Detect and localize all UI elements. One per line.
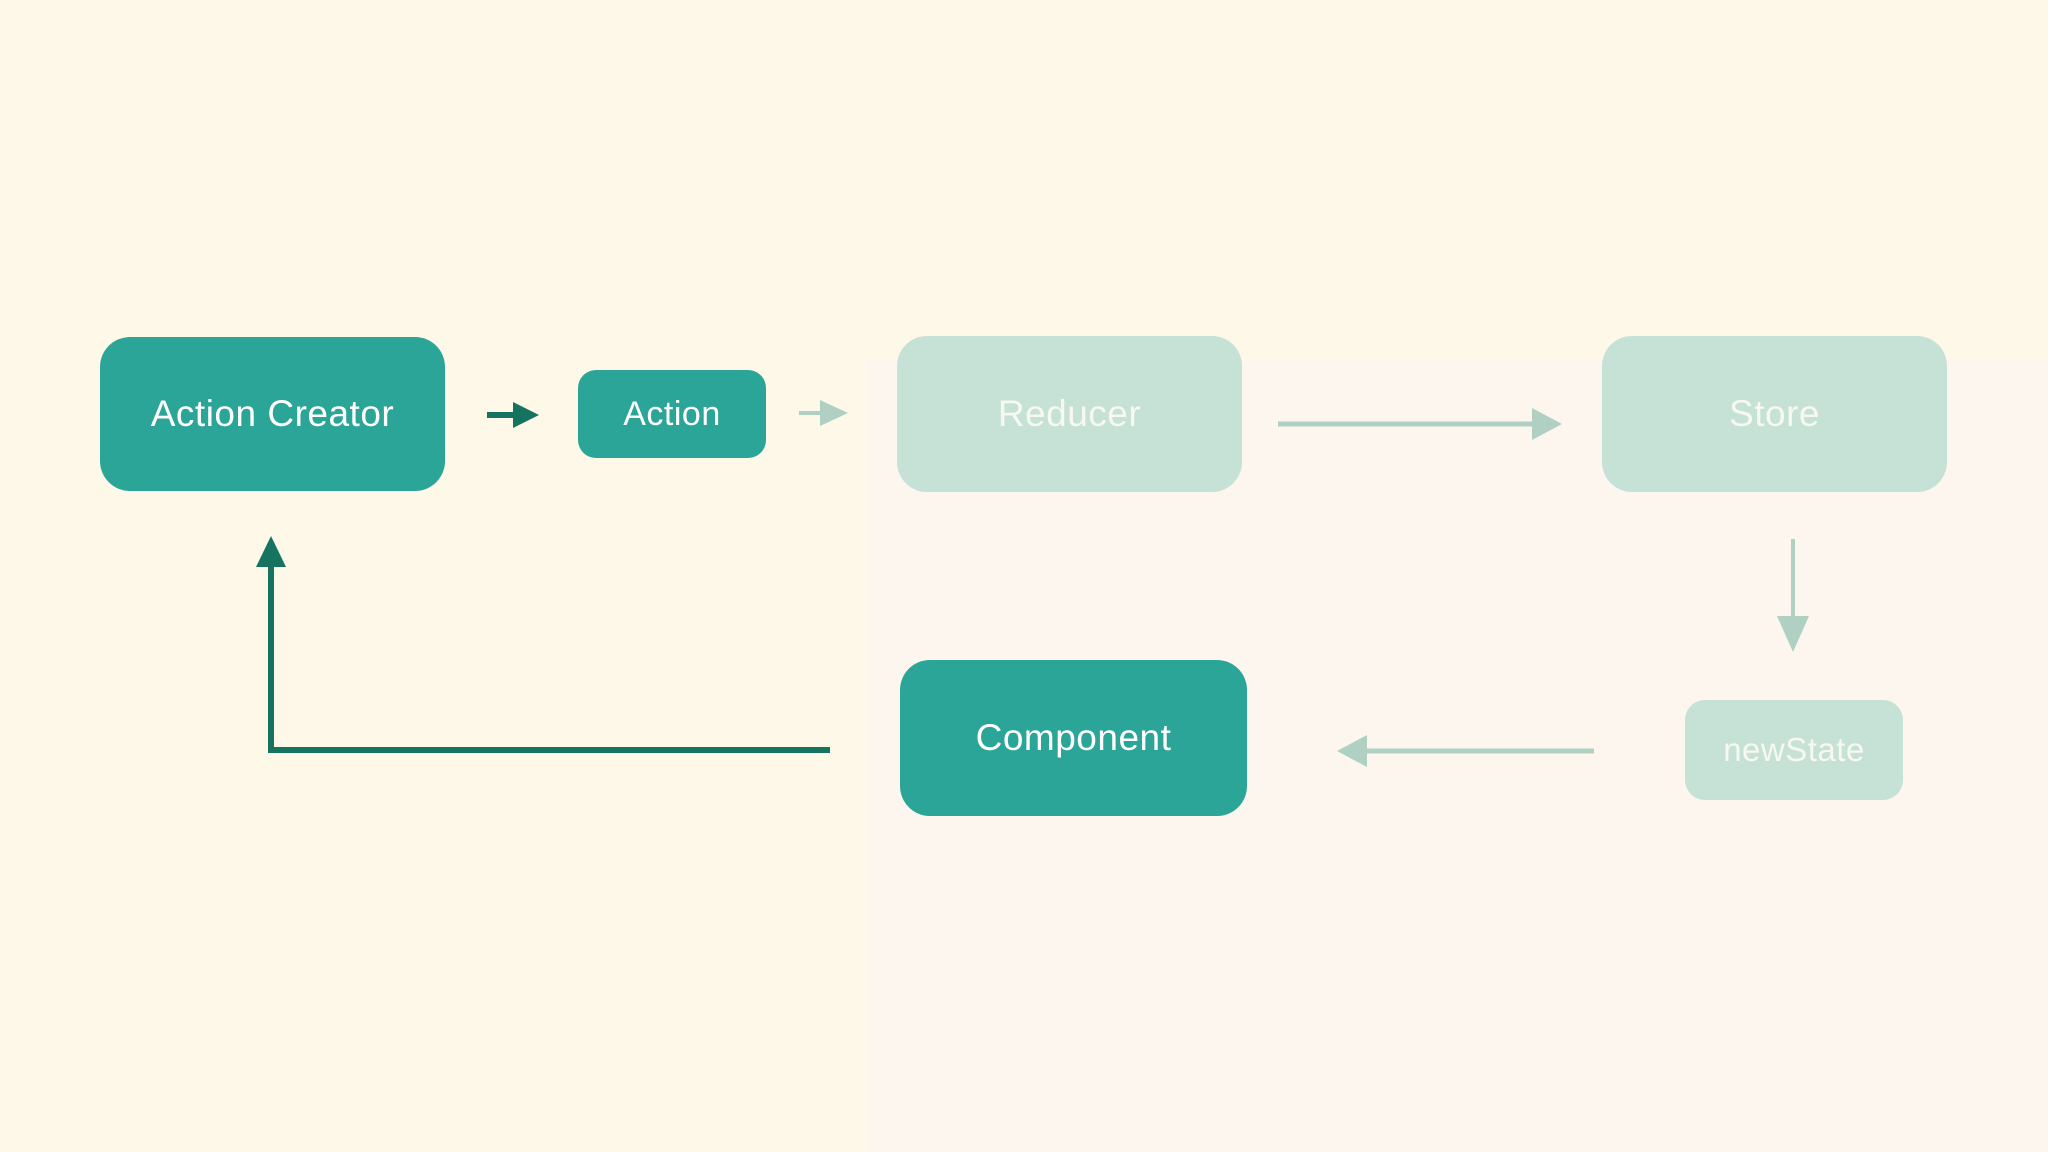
- node-store-label: Store: [1729, 393, 1820, 434]
- node-component: Component: [900, 660, 1247, 816]
- node-newstate: newState: [1685, 700, 1903, 800]
- node-newstate-label: newState: [1723, 731, 1865, 768]
- node-reducer-label: Reducer: [997, 393, 1142, 434]
- node-reducer: Reducer: [897, 336, 1242, 492]
- node-action-label: Action: [623, 394, 721, 433]
- node-store: Store: [1602, 336, 1947, 492]
- node-action: Action: [578, 370, 766, 458]
- arrow-action-creator-to-action: [487, 402, 539, 428]
- node-action-creator: Action Creator: [100, 337, 445, 491]
- arrow-action-to-reducer: [799, 400, 848, 426]
- node-action-creator-label: Action Creator: [150, 393, 395, 434]
- arrow-component-to-action-creator: [256, 536, 830, 753]
- node-component-label: Component: [975, 717, 1172, 758]
